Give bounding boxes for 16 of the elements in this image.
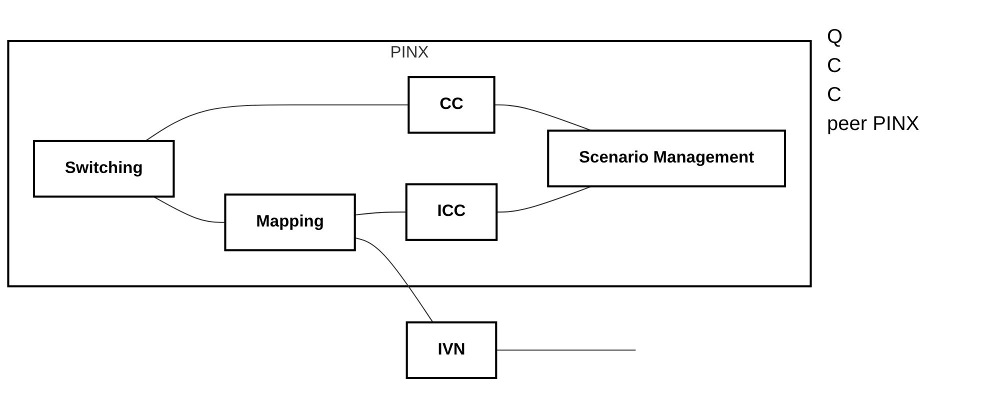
node-box: IVN <box>406 321 498 380</box>
node-box: Scenario Management <box>547 130 786 188</box>
node-box: Switching <box>32 140 175 198</box>
node-box: Mapping <box>224 194 356 252</box>
connector <box>153 196 226 223</box>
connector <box>494 104 592 132</box>
connector <box>145 104 409 142</box>
node-box: ICC <box>405 183 498 241</box>
connector <box>354 237 434 323</box>
node-box: CC <box>408 76 496 134</box>
connector <box>354 212 406 216</box>
reference-label: C <box>827 55 842 78</box>
reference-label: Q <box>827 26 844 49</box>
reference-label: C <box>827 84 842 107</box>
reference-label: peer PINX <box>827 113 920 136</box>
connector <box>496 350 636 351</box>
